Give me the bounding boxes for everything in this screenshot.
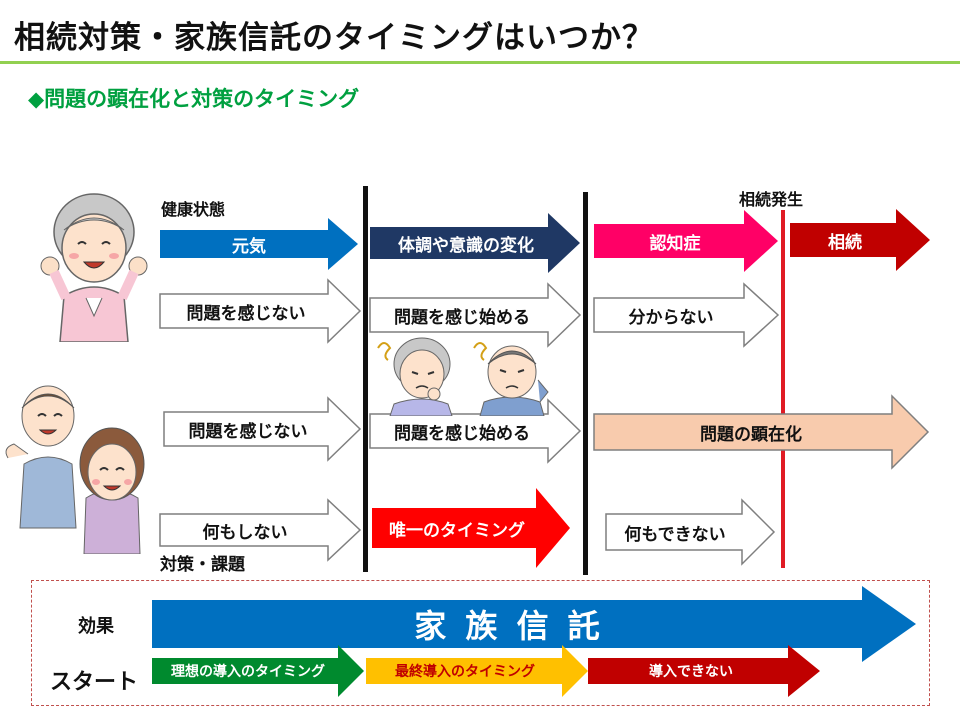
start-arrow-final: 最終導入のタイミング (366, 645, 588, 697)
health-arrow-genki-text: 元気 (232, 236, 266, 257)
parent-arrow-2: 問題を感じ始める (369, 282, 582, 348)
effect-label: 効果 (78, 616, 114, 637)
start-arrow-cannot: 導入できない (588, 645, 820, 697)
health-status-label: 健康状態 (161, 200, 226, 219)
child-arrow-1: 問題を感じない (163, 396, 362, 462)
start-arrow-final-text: 最終導入のタイミング (395, 664, 535, 680)
middle-aged-couple-illustration (0, 378, 150, 555)
parent-arrow-1: 問題を感じない (159, 278, 362, 344)
measures-label: 対策・課題 (160, 555, 245, 575)
worried-couple-illustration (372, 330, 562, 417)
start-arrow-ideal: 理想の導入のタイミング (152, 645, 364, 697)
measure-arrow-1-text: 何もしない (202, 522, 288, 543)
health-arrow-dementia-text: 認知症 (649, 233, 701, 254)
measure-arrow-3: 何もできない (605, 498, 776, 566)
page-title: 相続対策・家族信託のタイミングはいつか？ (14, 20, 654, 56)
start-arrow-ideal-text: 理想の導入のタイミング (171, 664, 325, 680)
parent-arrow-1-text: 問題を感じない (186, 303, 306, 324)
effect-box (31, 580, 930, 706)
health-arrow-genki: 元気 (160, 218, 358, 270)
health-arrow-change-text: 体調や意識の変化 (398, 235, 534, 256)
health-arrow-change: 体調や意識の変化 (370, 213, 580, 273)
family-trust-text: 家 族 信 託 (414, 607, 604, 645)
title-divider (0, 61, 960, 64)
health-arrow-inheritance: 相続 (790, 209, 930, 271)
measure-arrow-2: 唯一のタイミング (372, 488, 570, 568)
inheritance-occurs-label: 相続発生 (739, 190, 804, 209)
elderly-woman-illustration (40, 186, 148, 343)
measure-arrow-1: 何もしない (159, 498, 362, 562)
parent-arrow-2-text: 問題を感じ始める (394, 307, 530, 328)
phase-divider-1 (363, 186, 368, 572)
parent-arrow-3-text: 分からない (628, 307, 714, 328)
parent-arrow-3: 分からない (593, 282, 780, 348)
section-subtitle: ◆問題の顕在化と対策のタイミング (28, 87, 360, 111)
measure-arrow-2-text: 唯一のタイミング (389, 520, 525, 541)
health-arrow-dementia: 認知症 (594, 210, 778, 272)
phase-divider-2 (583, 192, 588, 575)
health-arrow-inheritance-text: 相続 (828, 232, 862, 253)
child-arrow-3: 問題の顕在化 (593, 394, 930, 470)
family-trust-arrow: 家 族 信 託 (152, 586, 916, 662)
start-arrow-cannot-text: 導入できない (649, 664, 733, 680)
child-arrow-1-text: 問題を感じない (188, 421, 308, 442)
child-arrow-3-text: 問題の顕在化 (700, 424, 802, 445)
child-arrow-2-text: 問題を感じ始める (394, 423, 530, 444)
start-label: スタート (50, 670, 139, 695)
measure-arrow-3-text: 何もできない (624, 524, 726, 545)
inheritance-line (781, 210, 785, 568)
